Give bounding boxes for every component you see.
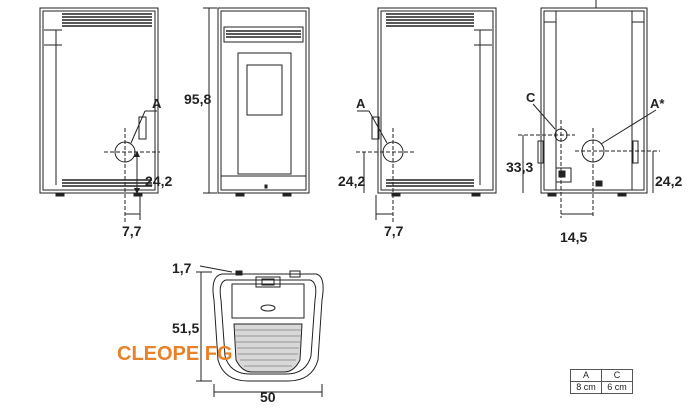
rear-c-label: C — [526, 90, 536, 105]
right-offset-dim: 7,7 — [384, 223, 404, 239]
right-side-view — [356, 7, 497, 224]
table-header-c: C — [601, 369, 633, 382]
top-view-depth-dim: 51,5 — [172, 320, 199, 336]
table-value-row: 8 cm 6 cm — [570, 381, 633, 394]
rear-offset-dim: 14,5 — [560, 229, 587, 245]
rear-view — [518, 0, 660, 218]
top-view-top-dim: 1,7 — [172, 260, 192, 276]
rear-a-height-dim: 24,2 — [655, 173, 682, 189]
left-side-view — [39, 7, 160, 224]
left-offset-dim: 7,7 — [122, 223, 142, 239]
left-hole-label: A — [152, 96, 162, 111]
right-height-dim: 24,2 — [338, 173, 365, 189]
right-hole-label: A — [356, 96, 366, 111]
rear-c-height-dim: 33,3 — [506, 159, 533, 175]
table-header-a: A — [570, 369, 602, 382]
table-value-a: 8 cm — [570, 381, 602, 394]
top-view-width-dim: 50 — [260, 389, 276, 405]
left-height-dim: 24,2 — [145, 173, 172, 189]
front-height-dim: 95,8 — [184, 91, 211, 107]
front-view — [203, 7, 310, 197]
rear-a-label: A* — [650, 96, 665, 111]
product-title: CLEOPE FG — [117, 343, 233, 365]
flue-diameter-table: A C 8 cm 6 cm — [570, 369, 633, 394]
top-view — [196, 265, 324, 397]
table-value-c: 6 cm — [601, 381, 633, 394]
table-header-row: A C — [570, 369, 633, 382]
